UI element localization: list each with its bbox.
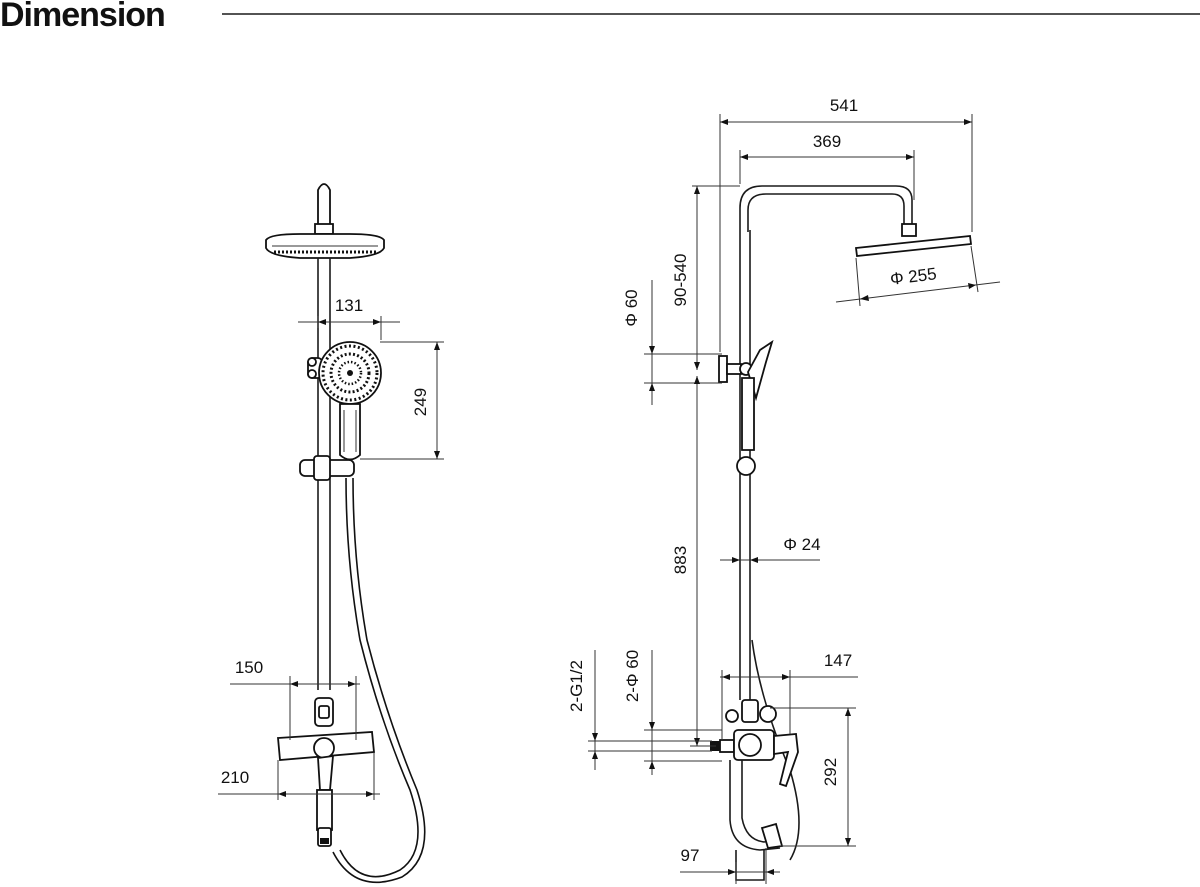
dim-249: 249 — [360, 341, 444, 460]
dim-210: 210 — [218, 752, 380, 800]
dim-upper-phi60: Φ 60 — [622, 280, 722, 405]
side-mixer — [710, 699, 799, 851]
shower-arm-inner — [747, 193, 905, 232]
dim-label-147: 147 — [824, 651, 852, 670]
side-bracket — [718, 339, 774, 451]
dim-label-phi60-upper: Φ 60 — [622, 289, 641, 326]
dim-label-541: 541 — [830, 96, 858, 115]
dim-131: 131 — [298, 296, 400, 340]
hand-shower — [318, 341, 382, 461]
dim-label-2phi60: 2-Φ 60 — [623, 650, 642, 702]
dim-883: 883 — [671, 376, 716, 747]
dim-label-97: 97 — [681, 846, 700, 865]
dim-label-90-540: 90-540 — [671, 254, 690, 307]
dim-label-883: 883 — [671, 546, 690, 574]
dim-label-131: 131 — [335, 296, 363, 315]
dim-label-255: Φ 255 — [889, 264, 938, 289]
page-title: Dimension — [0, 0, 166, 34]
dim-inlet-thread: 2-G1/2 — [567, 650, 712, 770]
dim-label-phi24: Φ 24 — [783, 535, 820, 554]
dim-pipe-diameter: Φ 24 — [720, 535, 821, 563]
dim-90-540: 90-540 — [671, 185, 740, 370]
dim-label-249: 249 — [411, 388, 430, 416]
mixer-valve — [277, 697, 375, 847]
slide-holder — [299, 455, 355, 481]
dim-369: 369 — [739, 132, 915, 200]
dim-label-210: 210 — [221, 768, 249, 787]
dim-147: 147 — [720, 651, 858, 740]
side-slider — [736, 456, 756, 476]
hose-outer — [339, 477, 419, 878]
side-view: 541 369 Φ 255 — [567, 96, 1001, 884]
side-shower-head — [854, 223, 973, 257]
dim-292: 292 — [770, 707, 856, 847]
side-base — [735, 850, 765, 881]
dim-inlet-spacing: 2-Φ 60 — [623, 650, 722, 775]
dim-97: 97 — [680, 846, 780, 884]
dim-label-369: 369 — [813, 132, 841, 151]
dim-label-150: 150 — [235, 658, 263, 677]
dim-label-292: 292 — [821, 758, 840, 786]
dim-label-g12: 2-G1/2 — [567, 660, 586, 712]
upper-bracket — [307, 357, 323, 379]
dim-541: 541 — [719, 96, 973, 352]
shower-arm-outer — [739, 185, 913, 230]
dim-150: 150 — [230, 658, 360, 740]
front-view: 131 249 150 — [218, 183, 444, 884]
top-finial — [317, 183, 331, 226]
overhead-shower-head — [265, 223, 385, 259]
hose-inner — [332, 477, 426, 884]
